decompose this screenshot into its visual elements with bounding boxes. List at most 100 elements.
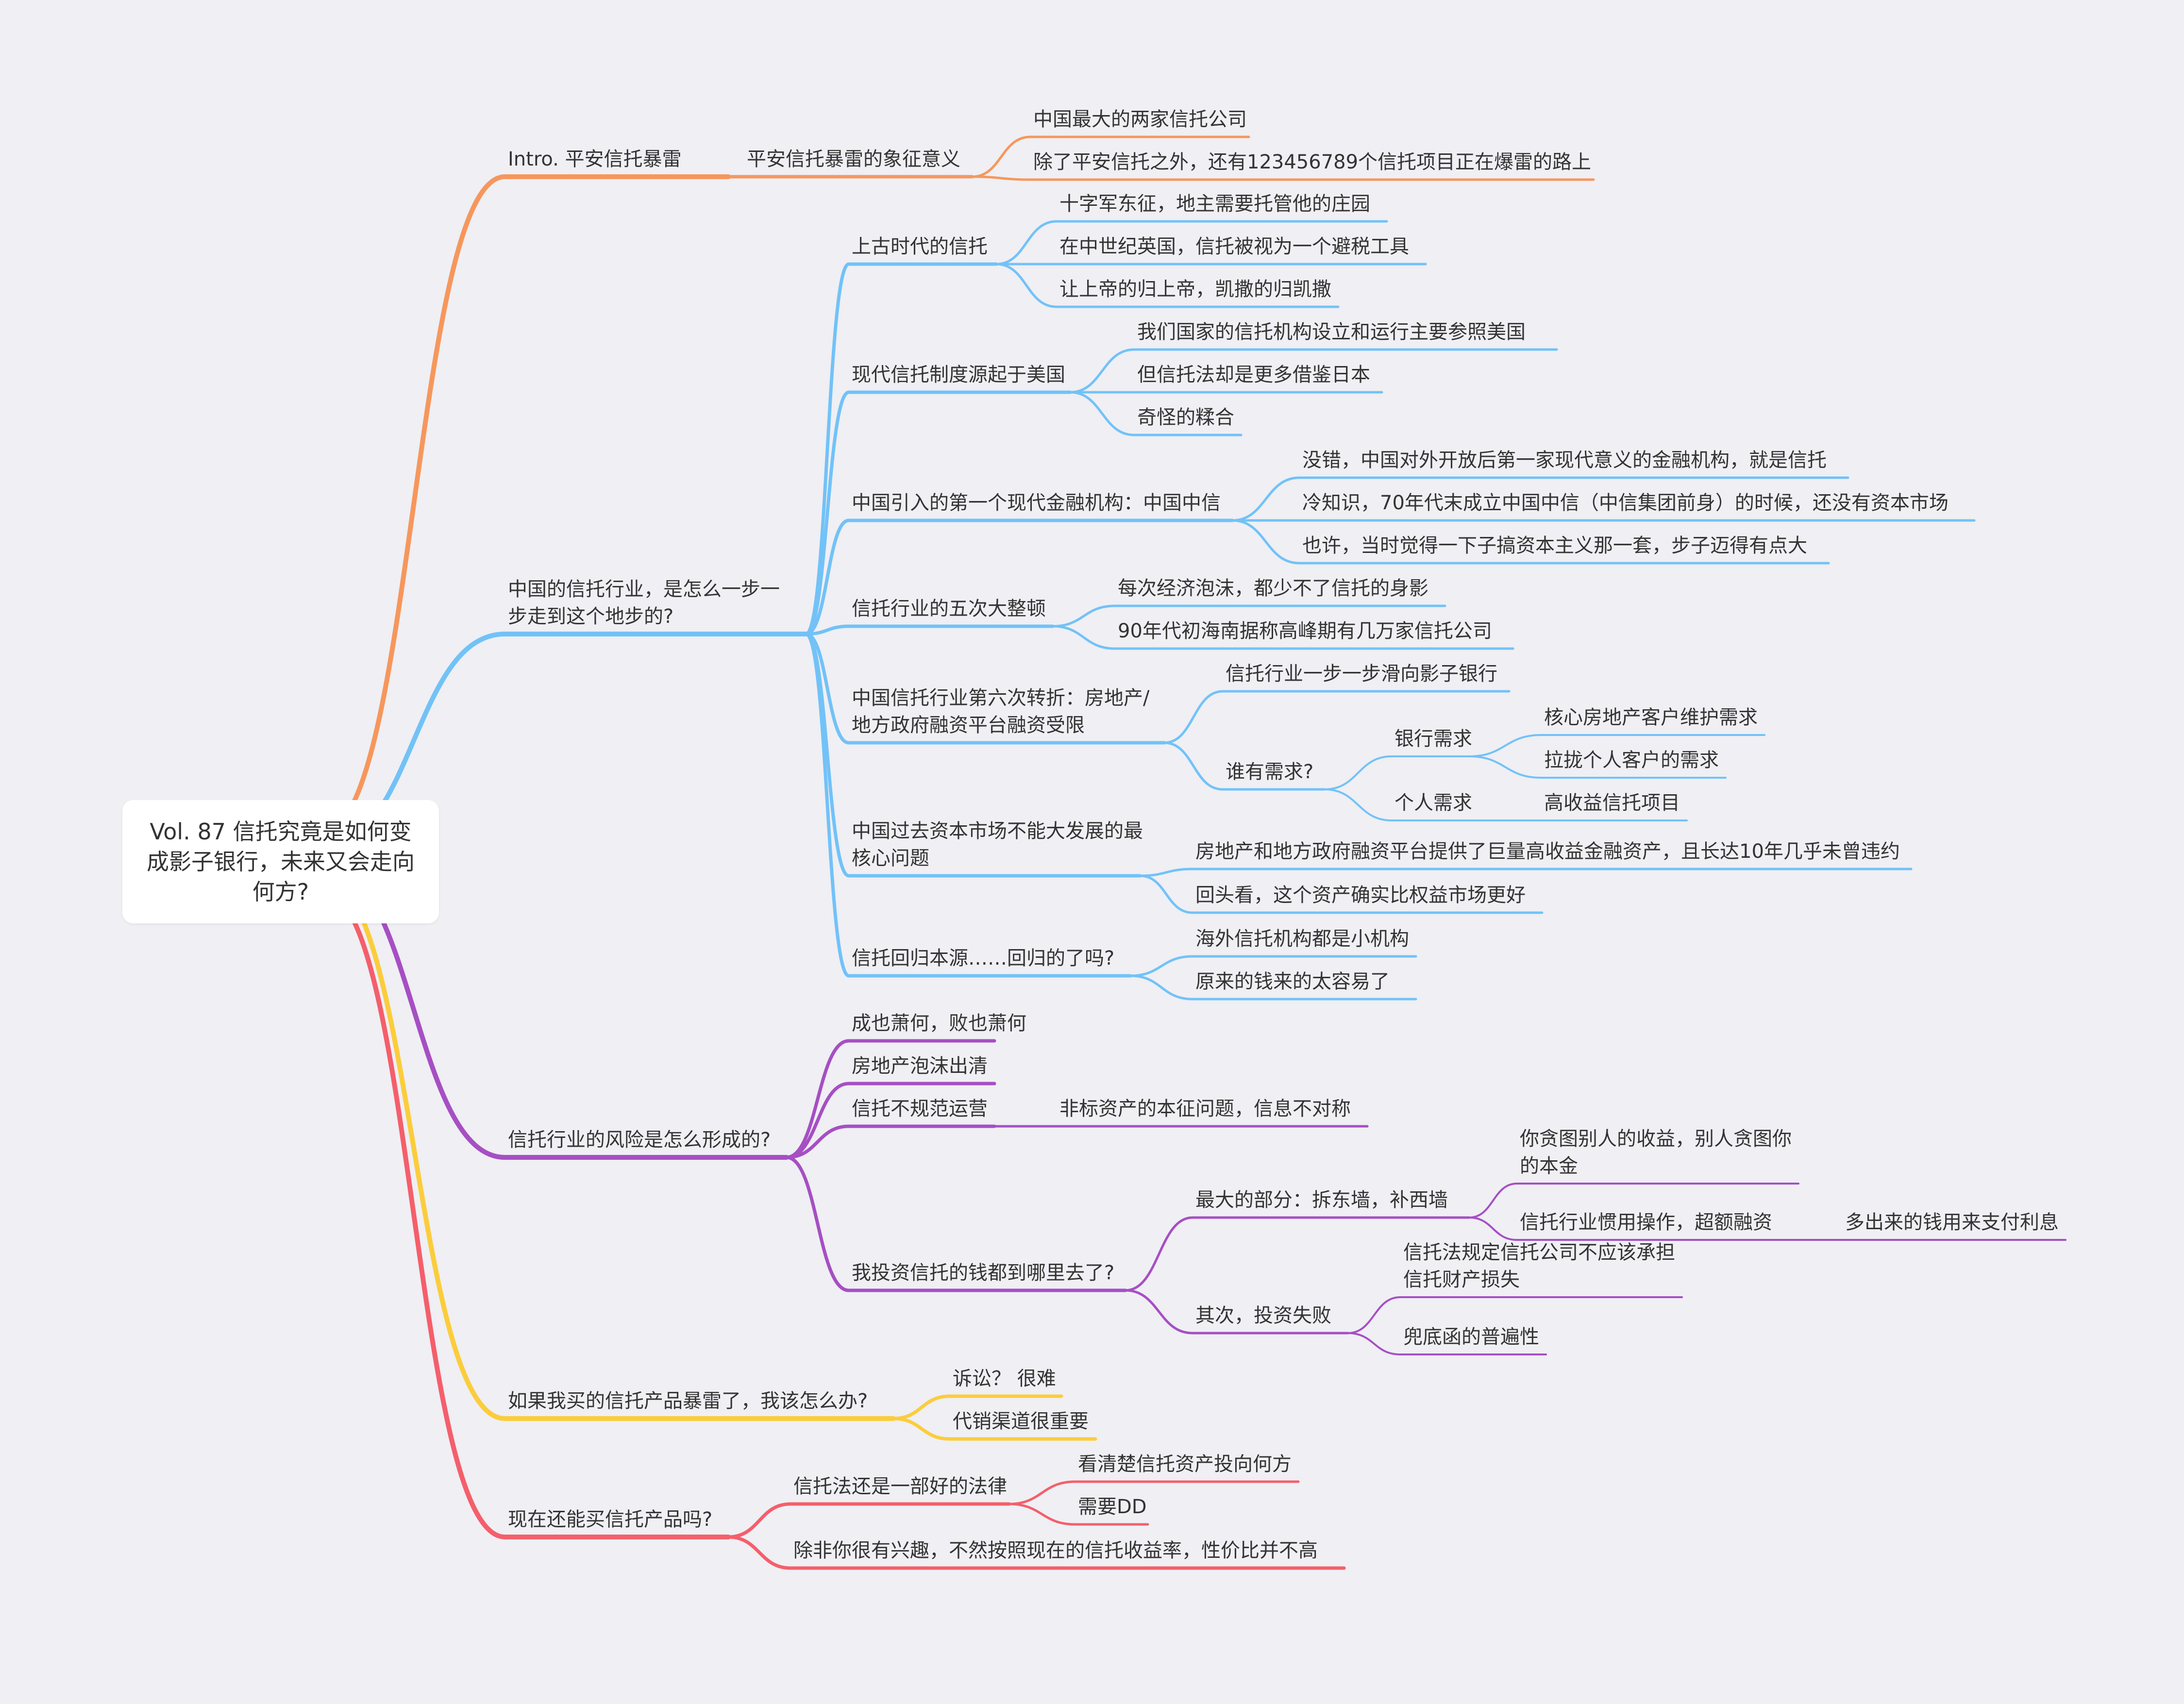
node-2-3-0-1[interactable]: 信托行业惯用操作，超额融资 [1520, 1211, 1772, 1234]
node-2-0[interactable]: 成也萧何，败也萧何 [852, 1012, 1026, 1035]
node-4-1[interactable]: 除非你很有兴趣，不然按照现在的信托收益率，性价比并不高 [793, 1539, 1318, 1562]
connector-2-0 [785, 1039, 851, 1159]
node-3[interactable]: 如果我买的信托产品暴雷了，我该怎么办? [508, 1390, 868, 1412]
node-1-4-1-0-1[interactable]: 拉拢个人客户的需求 [1544, 749, 1719, 771]
connector-1-6-1 [1129, 974, 1194, 1001]
connector-1-0-2 [995, 263, 1058, 308]
node-1-5-1[interactable]: 回头看，这个资产确实比权益市场更好 [1195, 884, 1526, 906]
root-node[interactable]: Vol. 87 信托究竟是如何变 成影子银行，未来又会走向 何方? [122, 800, 439, 923]
connector-3-0 [891, 1394, 952, 1420]
node-1-1-0[interactable]: 我们国家的信托机构设立和运行主要参照美国 [1137, 321, 1526, 343]
node-4-0[interactable]: 信托法还是一部好的法律 [793, 1475, 1007, 1498]
connector-1-4-1-1 [1324, 788, 1393, 821]
connector-1-2 [804, 518, 851, 636]
node-1-1-2[interactable]: 奇怪的糅合 [1137, 406, 1234, 429]
connector-1-5 [804, 632, 851, 878]
connector-1-3-1 [1051, 625, 1116, 650]
node-1-2-0[interactable]: 没错，中国对外开放后第一家现代意义的金融机构，就是信托 [1302, 449, 1827, 471]
node-1-3[interactable]: 信托行业的五次大整顿 [852, 598, 1046, 620]
connector-1-4 [804, 632, 851, 745]
node-4-0-1[interactable]: 需要DD [1078, 1496, 1147, 1518]
node-2-3[interactable]: 我投资信托的钱都到哪里去了? [852, 1262, 1115, 1284]
node-2-2[interactable]: 信托不规范运营 [852, 1098, 988, 1120]
node-1-0[interactable]: 上古时代的信托 [852, 235, 988, 258]
connector-2-3-0 [1124, 1216, 1194, 1292]
connector-1-5-0 [1139, 868, 1194, 877]
node-1-6-1[interactable]: 原来的钱来的太容易了 [1195, 970, 1390, 993]
node-1-2-2[interactable]: 也许，当时觉得一下子搞资本主义那一套，步子迈得有点大 [1302, 535, 1807, 557]
node-1-0-1[interactable]: 在中世纪英国，信托被视为一个避税工具 [1059, 235, 1409, 258]
node-1-4-1-0-0[interactable]: 核心房地产客户维护需求 [1544, 706, 1758, 729]
connector-1-4-1-0-0 [1468, 734, 1542, 757]
connector-1-4-1-0 [1324, 755, 1393, 790]
node-2-3-1[interactable]: 其次，投资失败 [1195, 1304, 1331, 1327]
node-2-3-0-0[interactable]: 你贪图别人的收益，别人贪图你的本金 [1520, 1128, 1792, 1177]
connector-1-4-0 [1163, 690, 1224, 744]
connector-2-3 [785, 1155, 851, 1292]
connector-1-1-2 [1069, 391, 1136, 436]
connector-1-3 [804, 624, 851, 636]
connector-1-4-1-0-1 [1468, 755, 1542, 779]
node-0[interactable]: Intro. 平安信托暴雷 [508, 148, 682, 170]
connector-4-0-1 [1008, 1503, 1076, 1526]
connector-1-5-1 [1139, 874, 1194, 914]
node-1-6[interactable]: 信托回归本源……回归的了吗? [852, 947, 1115, 969]
node-3-1[interactable]: 代销渠道很重要 [953, 1410, 1089, 1433]
connector-0 [320, 174, 507, 835]
connector-2-3-0-0 [1468, 1183, 1518, 1219]
node-0-0[interactable]: 平安信托暴雷的象征意义 [747, 148, 960, 170]
connector-1-2-0 [1231, 476, 1301, 522]
connector-1-1-0 [1069, 348, 1136, 394]
connector-1-6 [804, 632, 851, 978]
connector-1-4-1 [1163, 741, 1224, 791]
node-4-0-0[interactable]: 看清楚信托资产投向何方 [1078, 1453, 1292, 1475]
node-2-3-1-1[interactable]: 兜底函的普遍性 [1403, 1326, 1539, 1348]
node-1-4[interactable]: 中国信托行业第六次转折：房地产/地方政府融资平台融资受限 [852, 687, 1150, 736]
node-3-0[interactable]: 诉讼？ 很难 [953, 1368, 1056, 1390]
connector-4-0 [726, 1502, 792, 1539]
node-1-4-1-1-0[interactable]: 高收益信托项目 [1544, 792, 1680, 814]
node-1-2-1[interactable]: 冷知识，70年代末成立中国中信（中信集团前身）的时候，还没有资本市场 [1302, 492, 1949, 514]
node-1-4-1-1[interactable]: 个人需求 [1394, 792, 1472, 814]
connector-2-3-1 [1124, 1289, 1194, 1335]
node-2-3-0-1-0[interactable]: 多出来的钱用来支付利息 [1845, 1211, 2059, 1234]
node-1-0-2[interactable]: 让上帝的归上帝，凯撒的归凯撒 [1059, 278, 1331, 301]
node-2-2-0[interactable]: 非标资产的本征问题，信息不对称 [1059, 1098, 1351, 1120]
connector-2-1 [785, 1082, 851, 1159]
node-1[interactable]: 中国的信托行业，是怎么一步一步走到这个地步的? [508, 578, 780, 628]
node-1-5[interactable]: 中国过去资本市场不能大发展的最核心问题 [852, 820, 1143, 869]
node-2-3-0[interactable]: 最大的部分：拆东墙，补西墙 [1195, 1189, 1448, 1211]
connector-2-2 [785, 1124, 851, 1159]
connector-1-1 [804, 390, 851, 636]
connector-4 [320, 888, 507, 1539]
node-4[interactable]: 现在还能买信托产品吗? [508, 1508, 713, 1531]
connector-4-1 [726, 1535, 792, 1570]
node-1-0-0[interactable]: 十字军东征，地主需要托管他的庄园 [1059, 193, 1370, 215]
node-1-3-1[interactable]: 90年代初海南据称高峰期有几万家信托公司 [1118, 620, 1492, 642]
connector-4-0-0 [1008, 1480, 1076, 1505]
connector-1-6-0 [1129, 955, 1194, 977]
node-1-1-1[interactable]: 但信托法却是更多借鉴日本 [1137, 364, 1370, 386]
connector-1-3-0 [1051, 604, 1116, 628]
connector-1-0-0 [995, 220, 1058, 266]
connector-0-0-1 [971, 175, 1032, 181]
node-1-6-0[interactable]: 海外信托机构都是小机构 [1195, 928, 1409, 950]
node-1-5-0[interactable]: 房地产和地方政府融资平台提供了巨量高收益金融资产，且长达10年几乎未曾违约 [1195, 840, 1900, 863]
node-0-0-0[interactable]: 中国最大的两家信托公司 [1033, 108, 1247, 131]
node-1-4-0[interactable]: 信托行业一步一步滑向影子银行 [1226, 663, 1497, 685]
node-1-2[interactable]: 中国引入的第一个现代金融机构：中国中信 [852, 492, 1221, 514]
root-title: Vol. 87 信托究竟是如何变 成影子银行，未来又会走向 何方? [147, 819, 415, 905]
node-1-4-1-0[interactable]: 银行需求 [1394, 728, 1472, 750]
connector-1-0 [804, 262, 851, 636]
connector-2-3-1-0 [1347, 1296, 1401, 1334]
node-2-3-1-0[interactable]: 信托法规定信托公司不应该承担信托财产损失 [1403, 1241, 1675, 1291]
node-1-1[interactable]: 现代信托制度源起于美国 [852, 364, 1065, 386]
connector-2-3-1-1 [1347, 1332, 1401, 1355]
node-2[interactable]: 信托行业的风险是怎么形成的? [508, 1129, 771, 1151]
connector-2-3-0-1 [1468, 1217, 1518, 1241]
node-1-4-1[interactable]: 谁有需求? [1226, 761, 1314, 783]
node-2-1[interactable]: 房地产泡沫出清 [852, 1055, 988, 1077]
node-0-0-1[interactable]: 除了平安信托之外，还有123456789个信托项目正在爆雷的路上 [1033, 151, 1592, 173]
node-1-3-0[interactable]: 每次经济泡沫，都少不了信托的身影 [1118, 577, 1428, 600]
